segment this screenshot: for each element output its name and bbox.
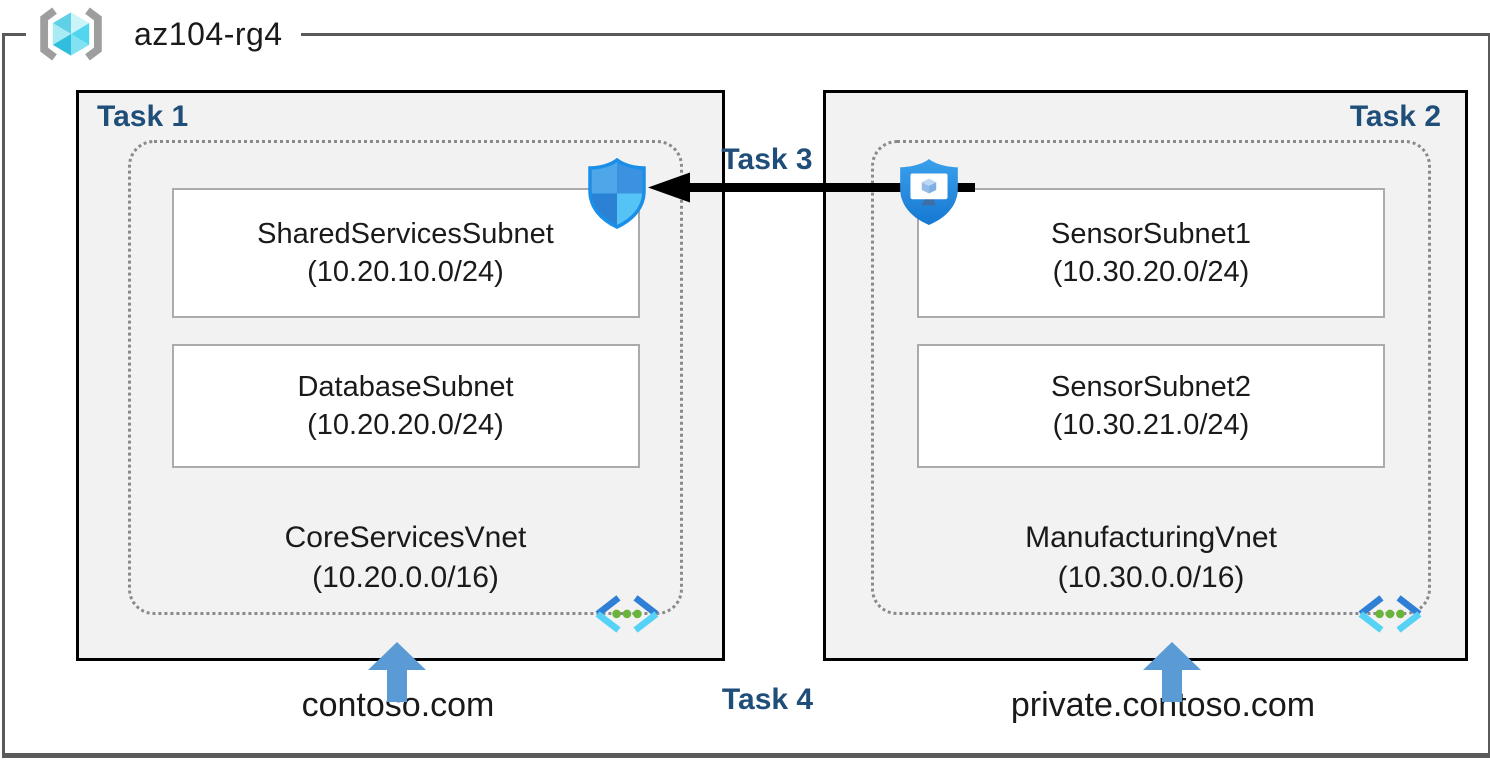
vnet-name-text: ManufacturingVnet <box>1025 521 1277 554</box>
subnet-cidr: (10.30.20.0/24) <box>1052 256 1250 288</box>
up-arrow-icon <box>368 642 426 702</box>
subnet-box-sensor2: SensorSubnet2 (10.30.21.0/24) <box>917 344 1385 468</box>
resource-group-icon <box>40 7 102 61</box>
subnet-name: SharedServicesSubnet <box>257 217 554 250</box>
vnet-cidr-text: (10.30.0.0/16) <box>1057 560 1245 594</box>
virtual-network-icon <box>595 595 659 633</box>
subnet-cidr: (10.30.21.0/24) <box>1052 409 1250 441</box>
manufacturing-vnet-boundary: SensorSubnet1 (10.30.20.0/24) SensorSubn… <box>871 140 1431 615</box>
resource-group-name: az104-rg4 <box>134 15 283 52</box>
task2-label: Task 2 <box>1349 100 1441 133</box>
vm-security-shield-icon <box>900 159 958 225</box>
network-security-group-shield-icon <box>588 158 646 229</box>
subnet-cidr: (10.20.20.0/24) <box>307 409 504 441</box>
core-services-vnet-boundary: SharedServicesSubnet (10.20.10.0/24) Dat… <box>128 140 683 615</box>
resource-group-chip: az104-rg4 <box>26 2 301 66</box>
task4-label: Task 4 <box>721 683 814 716</box>
task1-label: Task 1 <box>97 100 189 133</box>
subnet-box-sensor1: SensorSubnet1 (10.30.20.0/24) <box>917 188 1385 318</box>
subnet-name: SensorSubnet2 <box>1051 370 1251 403</box>
subnet-box-database: DatabaseSubnet (10.20.20.0/24) <box>171 344 640 468</box>
vnet-title: CoreServicesVnet (10.20.0.0/16) <box>285 518 527 597</box>
vnet-title: ManufacturingVnet (10.30.0.0/16) <box>1025 518 1277 597</box>
vnet-cidr-text: (10.20.0.0/16) <box>312 560 499 594</box>
task3-label: Task 3 <box>721 143 813 176</box>
left-arrow-icon <box>648 172 975 203</box>
subnet-name: SensorSubnet1 <box>1051 217 1251 250</box>
subnet-box-shared-services: SharedServicesSubnet (10.20.10.0/24) <box>171 188 640 318</box>
subnet-name: DatabaseSubnet <box>297 370 514 403</box>
virtual-network-icon <box>1358 595 1422 633</box>
up-arrow-icon <box>1143 642 1201 702</box>
subnet-cidr: (10.20.10.0/24) <box>307 256 504 288</box>
vnet-name-text: CoreServicesVnet <box>284 521 527 554</box>
